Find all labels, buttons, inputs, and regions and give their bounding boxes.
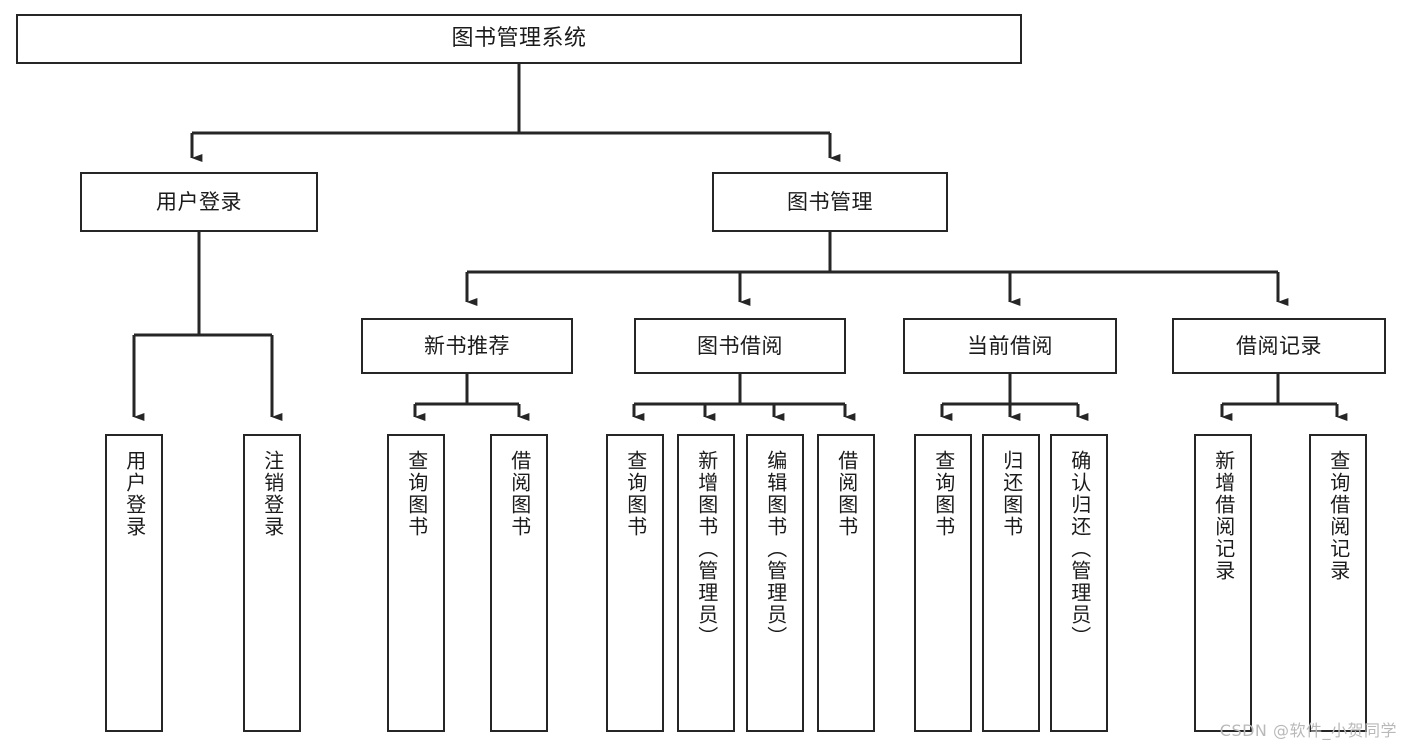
- node-label: 查询图书: [404, 450, 429, 538]
- node-label: 确认归还（管理员）: [1067, 450, 1092, 648]
- node-label: 归还图书: [999, 450, 1024, 538]
- node-label: 图书借阅: [697, 333, 783, 358]
- node-label: 借阅记录: [1236, 333, 1322, 358]
- node-label: 借阅图书: [834, 450, 859, 538]
- leaf-borrow-record-query-record[interactable]: 查询借阅记录: [1309, 434, 1367, 732]
- node-book-management[interactable]: 图书管理: [712, 172, 948, 232]
- node-label: 新增图书（管理员）: [694, 450, 719, 648]
- leaf-borrow-record-add-record[interactable]: 新增借阅记录: [1194, 434, 1252, 732]
- node-label: 新书推荐: [424, 333, 510, 358]
- node-user-login[interactable]: 用户登录: [80, 172, 318, 232]
- leaf-current-borrow-return-book[interactable]: 归还图书: [982, 434, 1040, 732]
- leaf-book-borrow-borrow-book[interactable]: 借阅图书: [817, 434, 875, 732]
- leaf-user-login-login[interactable]: 用户登录: [105, 434, 163, 732]
- node-book-borrow[interactable]: 图书借阅: [634, 318, 846, 374]
- node-label: 查询借阅记录: [1326, 450, 1351, 582]
- leaf-book-borrow-edit-book-admin[interactable]: 编辑图书（管理员）: [746, 434, 804, 732]
- leaf-book-borrow-add-book-admin[interactable]: 新增图书（管理员）: [677, 434, 735, 732]
- node-label: 用户登录: [122, 450, 147, 538]
- node-label: 借阅图书: [507, 450, 532, 538]
- node-label: 当前借阅: [967, 333, 1053, 358]
- node-label: 新增借阅记录: [1211, 450, 1236, 582]
- node-label: 查询图书: [623, 450, 648, 538]
- leaf-new-book-borrow-book[interactable]: 借阅图书: [490, 434, 548, 732]
- node-label: 注销登录: [260, 450, 285, 538]
- node-new-book-recommend[interactable]: 新书推荐: [361, 318, 573, 374]
- node-root-system[interactable]: 图书管理系统: [16, 14, 1022, 64]
- leaf-current-borrow-query-book[interactable]: 查询图书: [914, 434, 972, 732]
- leaf-user-login-logout[interactable]: 注销登录: [243, 434, 301, 732]
- node-label: 图书管理系统: [451, 25, 587, 51]
- node-borrow-record[interactable]: 借阅记录: [1172, 318, 1386, 374]
- leaf-book-borrow-query-book[interactable]: 查询图书: [606, 434, 664, 732]
- node-label: 用户登录: [156, 189, 242, 214]
- node-label: 编辑图书（管理员）: [763, 450, 788, 648]
- leaf-new-book-query-book[interactable]: 查询图书: [387, 434, 445, 732]
- leaf-current-borrow-confirm-return-admin[interactable]: 确认归还（管理员）: [1050, 434, 1108, 732]
- node-current-borrow[interactable]: 当前借阅: [903, 318, 1117, 374]
- node-label: 查询图书: [931, 450, 956, 538]
- node-label: 图书管理: [787, 189, 873, 214]
